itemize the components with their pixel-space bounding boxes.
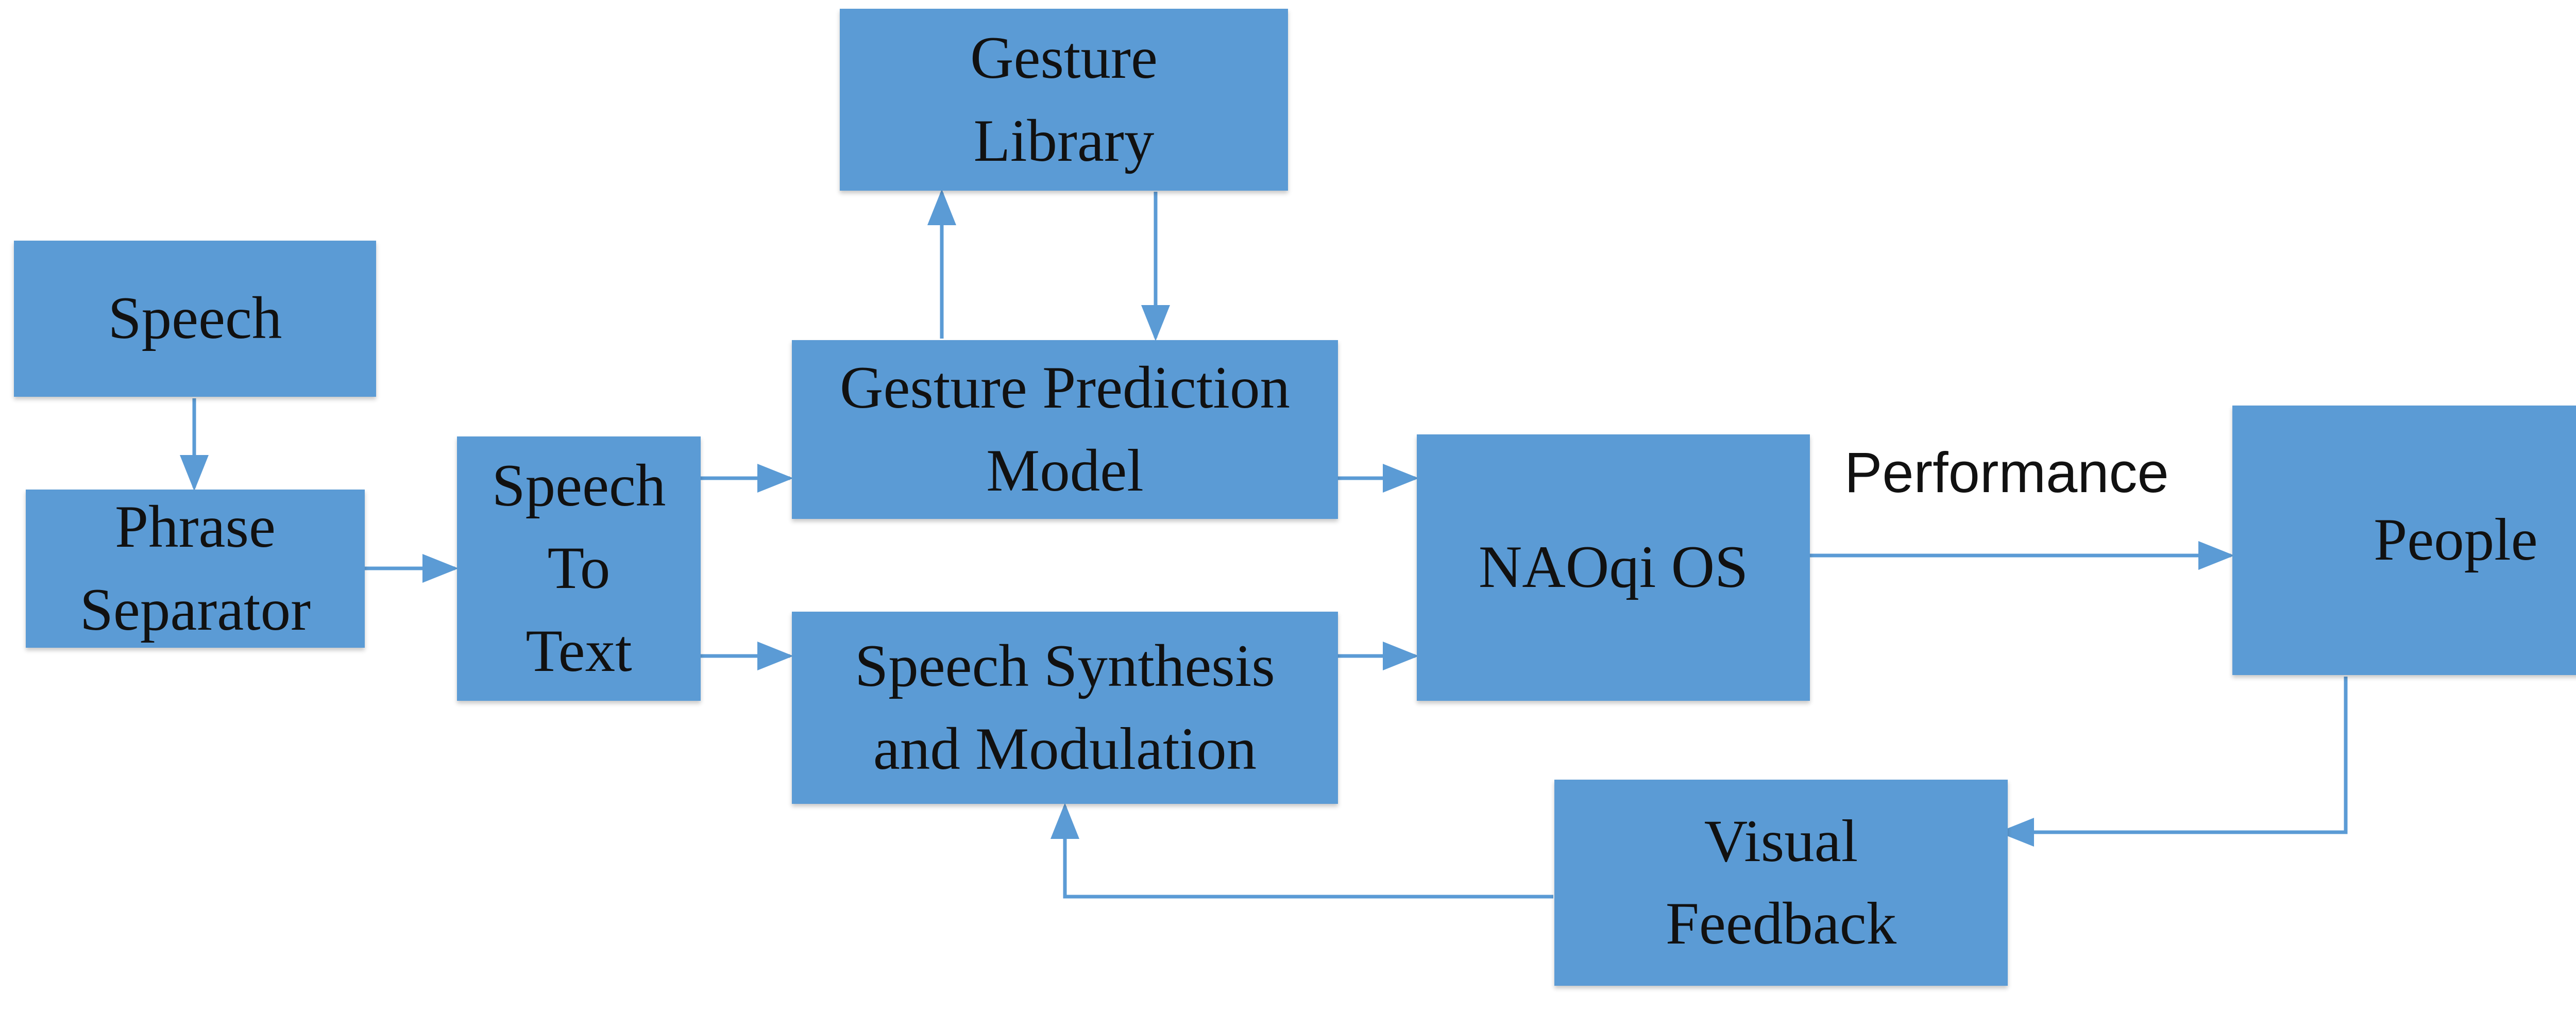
node-people-label: People	[2374, 507, 2538, 574]
node-naoqi-os-label: NAOqi OS	[1478, 534, 1749, 601]
node-speech-synthesis: Speech Synthesis and Modulation	[792, 612, 1338, 804]
node-gesture-prediction-model: Gesture Prediction Model	[792, 340, 1338, 519]
arrow-visual-feedback-to-speech-synthesis	[1050, 803, 1553, 899]
node-gesture-library: Gesture Library	[840, 9, 1288, 191]
arrow-people-to-visual-feedback	[1998, 677, 2348, 847]
node-people: People	[2232, 406, 2576, 675]
node-gesture-prediction-model-label: Gesture Prediction Model	[839, 355, 1290, 504]
node-gesture-library-label: Gesture Library	[970, 25, 1158, 174]
node-speech-to-text-label: Speech To Text	[492, 452, 666, 684]
node-speech: Speech	[14, 241, 376, 397]
node-visual-feedback: Visual Feedback	[1554, 780, 2008, 986]
node-visual-feedback-label: Visual Feedback	[1665, 807, 1897, 957]
node-phrase-separator-label: Phrase Separator	[79, 494, 311, 643]
node-speech-synthesis-label: Speech Synthesis and Modulation	[855, 633, 1275, 782]
node-phrase-separator: Phrase Separator	[26, 490, 365, 648]
node-naoqi-os: NAOqi OS	[1417, 434, 1810, 701]
node-speech-label: Speech	[108, 285, 282, 352]
node-speech-to-text: Speech To Text	[457, 436, 701, 701]
edge-label-performance: Performance	[1844, 441, 2169, 504]
